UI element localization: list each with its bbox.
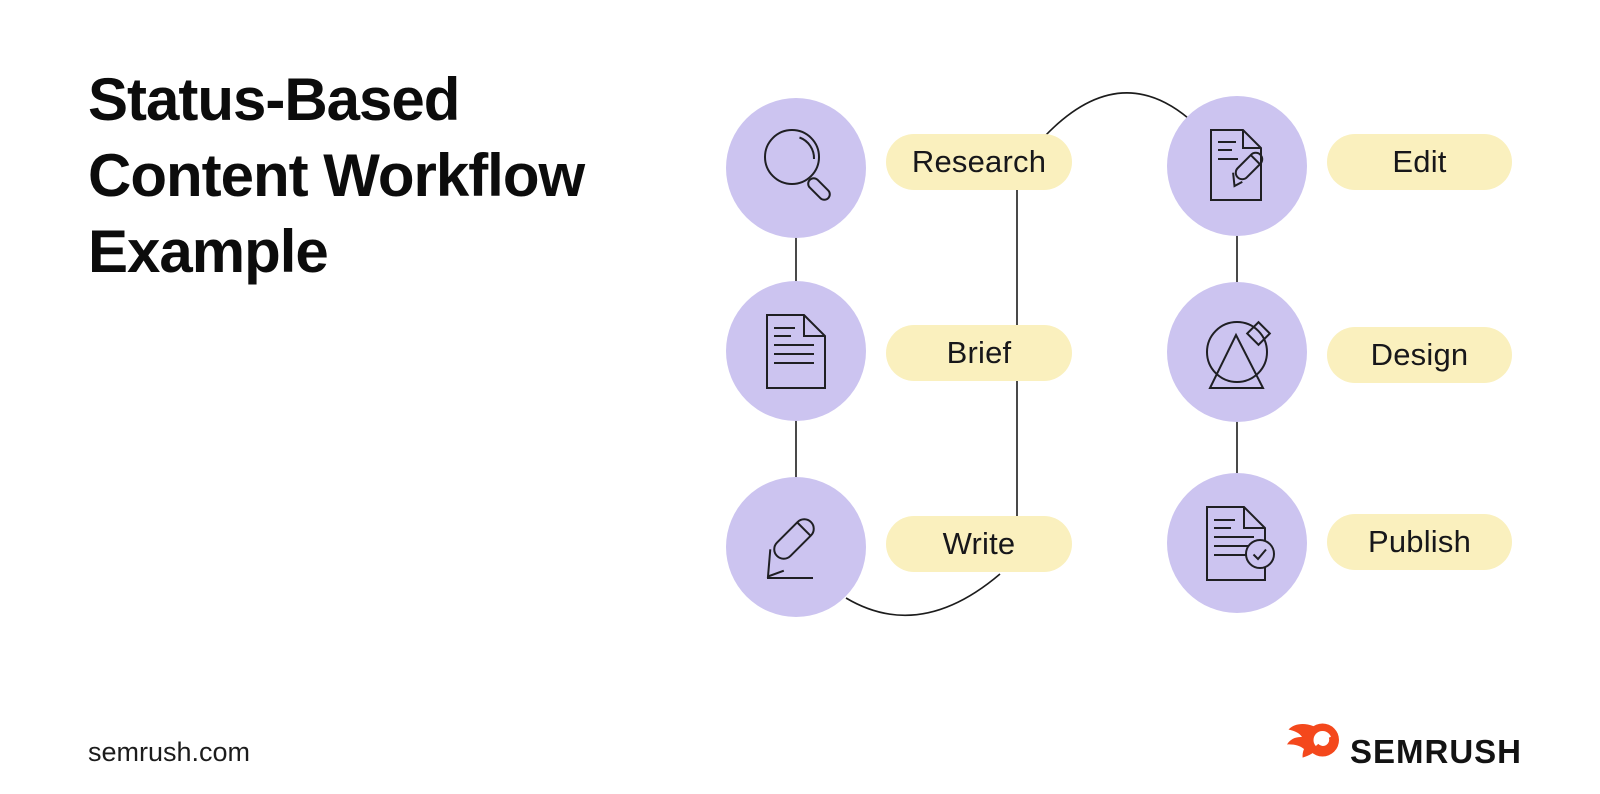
edit-node [1167,96,1307,236]
design-shapes-icon [1206,320,1272,389]
brief-node [726,281,866,421]
design-status-pill: Design [1327,327,1512,383]
write-status-pill: Write [886,516,1072,572]
research-node [726,98,866,238]
semrush-logo: SEMRUSH [1286,717,1556,770]
connector-research-to-edit-arc [1044,92,1189,137]
website-url: semrush.com [88,737,251,767]
document-pencil-icon [1210,129,1264,201]
document-check-icon [1206,506,1275,581]
write-node [726,477,866,617]
title-line-2: Content Workflow [88,142,585,209]
design-node [1167,282,1307,422]
research-status-pill: Research [886,134,1072,190]
document-icon [766,314,826,389]
title-line-3: Example [88,218,329,285]
publish-status-pill: Publish [1327,514,1512,570]
publish-node [1167,473,1307,613]
pencil-icon [766,518,815,579]
brief-status-pill: Brief [886,325,1072,381]
semrush-flame-icon [1287,723,1339,758]
connector-write-node-to-pill-arc [845,573,1001,616]
edit-status-pill: Edit [1327,134,1512,190]
page-title: Status-Based Content Workflow Example [88,62,728,290]
magnifier-icon [764,129,831,201]
title-line-1: Status-Based [88,66,460,133]
semrush-wordmark: SEMRUSH [1350,733,1523,770]
